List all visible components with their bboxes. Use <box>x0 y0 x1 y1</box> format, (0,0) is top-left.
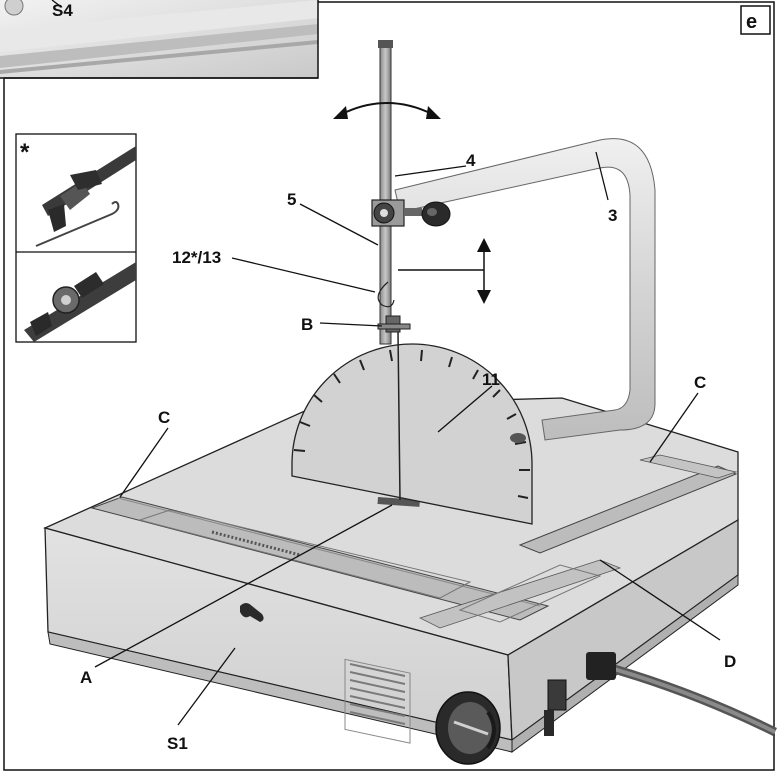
label-c-left: C <box>158 408 170 427</box>
protractor-fence <box>291 343 533 525</box>
label-b: B <box>301 315 313 334</box>
cutting-arm <box>394 138 656 443</box>
label-3: 3 <box>608 206 617 225</box>
label-d: D <box>724 652 736 671</box>
hot-wire <box>377 281 411 501</box>
label-c-right: C <box>694 373 706 392</box>
wire-clamp <box>371 199 451 227</box>
panel-letter: e <box>746 11 757 33</box>
label-s1: S1 <box>167 734 188 753</box>
inset-clamp-details <box>15 133 137 343</box>
vertical-post <box>378 40 393 345</box>
height-arrow <box>398 238 491 304</box>
front-panel-features <box>240 603 777 765</box>
figure-frame <box>3 1 775 771</box>
panel-letter-box <box>740 5 771 35</box>
label-s4: S4 <box>52 1 73 20</box>
label-a: A <box>80 668 92 687</box>
label-11: 11 <box>482 370 500 389</box>
swivel-arrow <box>333 102 441 119</box>
label-12-13: 12*/13 <box>172 248 221 267</box>
inset-asterisk: * <box>20 139 30 166</box>
leader-lines <box>51 0 721 726</box>
label-4: 4 <box>466 151 476 170</box>
label-5: 5 <box>287 190 296 209</box>
protractor-ticks <box>293 349 530 499</box>
inset-s4-detail <box>0 0 319 79</box>
